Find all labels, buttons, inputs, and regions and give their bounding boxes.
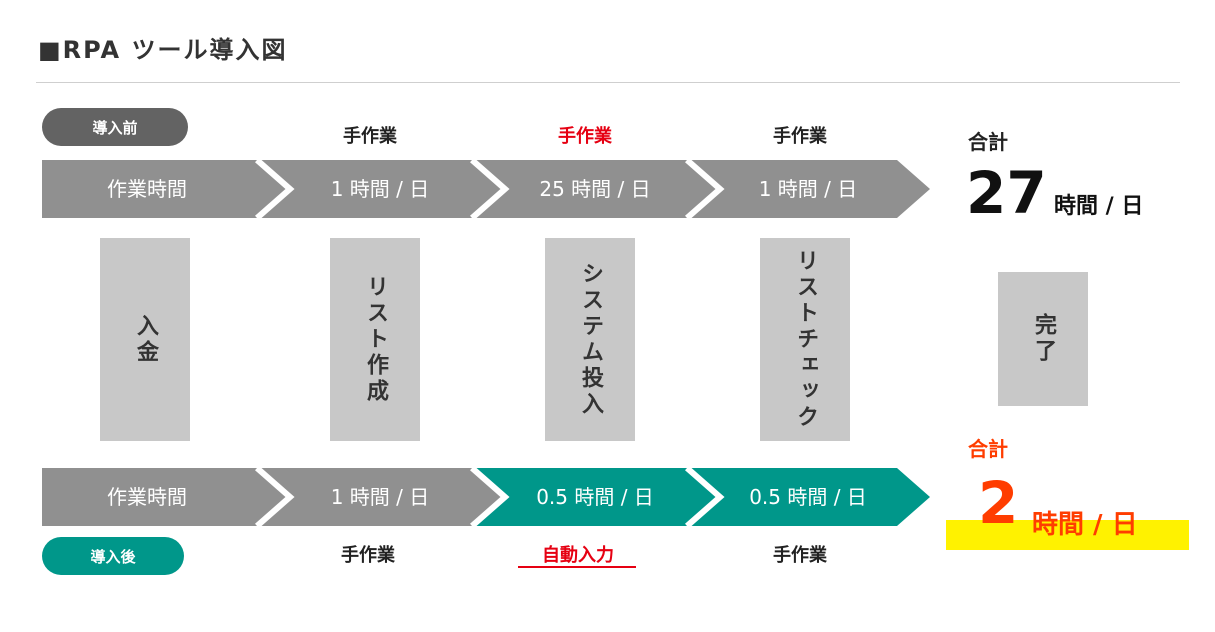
title-divider	[36, 82, 1180, 83]
before-badge: 導入前	[42, 108, 188, 146]
before-total-label: 合計	[968, 130, 1008, 154]
after-label-2: 自動入力	[542, 545, 614, 566]
before-arrow-3-label: 1 時間 / 日	[758, 177, 858, 201]
before-arrow-3	[687, 160, 930, 218]
before-label-1: 手作業	[343, 126, 397, 147]
before-separator-2	[470, 157, 510, 221]
step-label-system-input: システム投入	[578, 261, 603, 418]
step-box-list-creation: リスト作成	[330, 238, 420, 441]
step-label-list-creation: リスト作成	[363, 274, 388, 405]
before-arrow-2	[472, 160, 720, 218]
step-box-deposit: 入金	[100, 238, 190, 441]
after-arrow-3-label: 0.5 時間 / 日	[749, 485, 867, 509]
after-badge-label: 導入後	[90, 547, 136, 566]
after-arrow-head	[42, 468, 290, 526]
before-separator-1	[255, 157, 295, 221]
after-arrow-1-label: 1 時間 / 日	[330, 485, 430, 509]
after-arrow-head-label: 作業時間	[107, 485, 187, 509]
before-arrow-head-label: 作業時間	[107, 177, 187, 201]
after-separator-1	[255, 465, 295, 529]
step-box-list-check: リストチェック	[760, 238, 850, 441]
step-box-complete: 完了	[998, 272, 1088, 406]
after-arrow-2-label: 0.5 時間 / 日	[536, 485, 654, 509]
before-arrow-1	[257, 160, 505, 218]
after-badge: 導入後	[42, 537, 184, 575]
after-label-1: 手作業	[341, 545, 395, 566]
after-total-value: 2	[978, 469, 1019, 537]
after-arrow-2	[472, 468, 720, 526]
step-label-complete: 完了	[1031, 313, 1056, 365]
page-title: ■RPA ツール導入図	[38, 36, 288, 64]
before-arrow-2-label: 25 時間 / 日	[539, 177, 651, 201]
before-label-3: 手作業	[773, 126, 827, 147]
before-arrow-1-label: 1 時間 / 日	[330, 177, 430, 201]
after-separator-2	[470, 465, 510, 529]
before-total-unit: 時間 / 日	[1054, 194, 1144, 219]
auto-input-underline	[518, 566, 636, 568]
step-label-list-check: リストチェック	[793, 248, 818, 431]
before-total-value: 27	[966, 159, 1047, 227]
after-arrow-3	[687, 468, 930, 526]
after-separator-3	[685, 465, 725, 529]
step-box-system-input: システム投入	[545, 238, 635, 441]
after-total-unit: 時間 / 日	[1032, 510, 1138, 540]
before-label-2: 手作業	[558, 126, 612, 147]
before-badge-label: 導入前	[92, 118, 138, 137]
after-total-highlight	[946, 520, 1189, 550]
after-label-3: 手作業	[773, 545, 827, 566]
before-separator-3	[685, 157, 725, 221]
step-label-deposit: 入金	[133, 313, 158, 366]
after-arrow-1	[257, 468, 505, 526]
before-arrow-head	[42, 160, 290, 218]
after-total-label: 合計	[968, 437, 1008, 461]
